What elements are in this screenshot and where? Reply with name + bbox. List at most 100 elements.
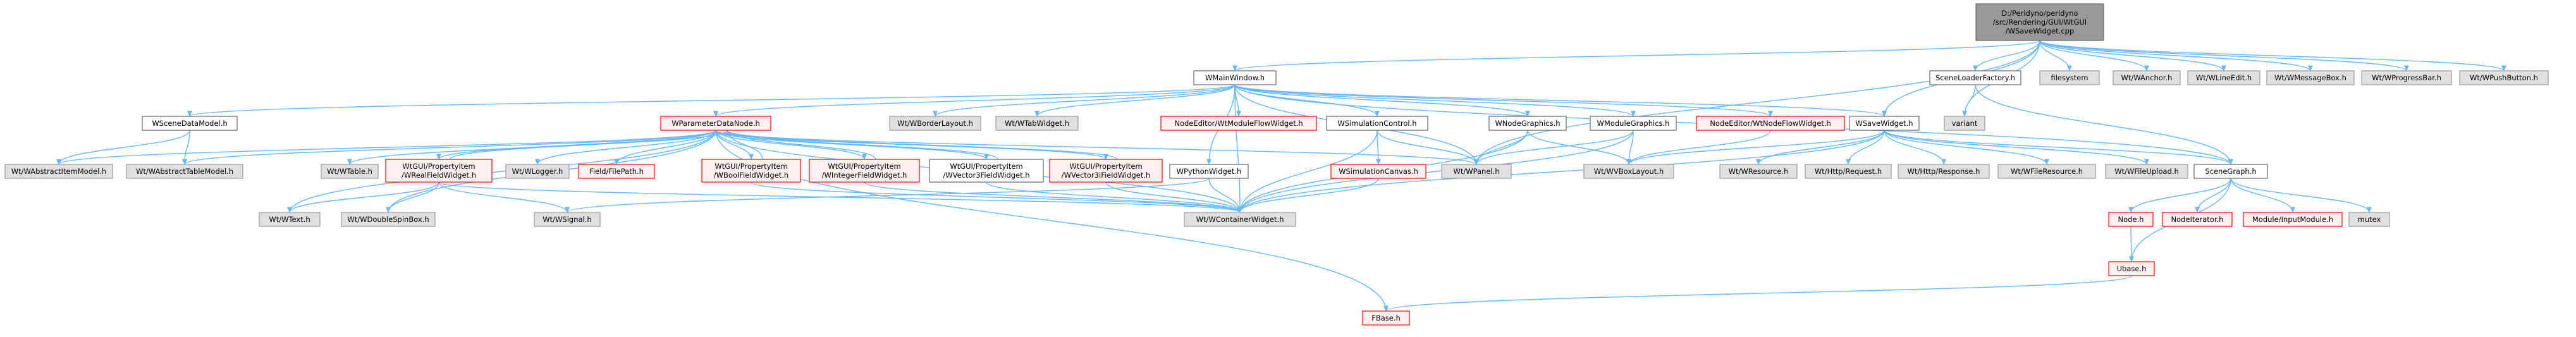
node-label: D:/Peridyno/peridyno bbox=[2001, 9, 2078, 18]
node-label: filesystem bbox=[2051, 73, 2088, 82]
node-wsave-widget[interactable]: WSaveWidget.h bbox=[1849, 116, 1920, 131]
node-wabstract-table-model: Wt/WAbstractTableModel.h bbox=[126, 164, 243, 179]
node-scene-loader-factory[interactable]: SceneLoaderFactory.h bbox=[1929, 70, 2021, 85]
node-node-h[interactable]: Node.h bbox=[2108, 212, 2154, 227]
node-box bbox=[1160, 116, 1317, 131]
node-wnode-graphics[interactable]: WNodeGraphics.h bbox=[1488, 116, 1567, 131]
edge-wpython-widget-to-wsignal bbox=[565, 178, 1210, 213]
node-wparameter-data-node[interactable]: WParameterDataNode.h bbox=[660, 116, 771, 131]
dependency-nodes: D:/Peridyno/peridyno/src/Rendering/GUI/W… bbox=[4, 3, 2549, 326]
edge-wreal-field-widget-to-wsignal bbox=[438, 181, 570, 213]
edge-wreal-field-widget-to-wcontainer-widget bbox=[438, 181, 1242, 213]
node-box bbox=[385, 159, 493, 183]
edge-wparameter-data-node-to-winteger-field-widget bbox=[715, 130, 867, 160]
edge-wsave-widget-to-wfile-resource bbox=[1884, 130, 2049, 165]
node-fbase[interactable]: FBase.h bbox=[1362, 310, 1410, 326]
edge-ubase-to-fbase bbox=[1383, 275, 2132, 312]
node-label: Wt/WLineEdit.h bbox=[2196, 73, 2252, 82]
edge-wmain-window-to-node-editor-node-flow bbox=[1234, 84, 1773, 117]
node-box bbox=[341, 212, 436, 227]
edge-wmain-window-to-wtab-widget bbox=[1034, 84, 1236, 117]
node-box bbox=[142, 116, 238, 131]
node-label: WModuleGraphics.h bbox=[1597, 119, 1670, 128]
node-label: Wt/WDoubleSpinBox.h bbox=[347, 215, 429, 224]
node-box bbox=[701, 159, 801, 183]
node-winteger-field-widget[interactable]: WtGUI/PropertyItem/WIntegerFieldWidget.h bbox=[809, 159, 920, 183]
edge-wsimulation-control-to-wpanel bbox=[1377, 130, 1479, 165]
edge-wparameter-data-node-to-wabstract-item-model bbox=[56, 130, 716, 165]
node-scene-graph[interactable]: SceneGraph.h bbox=[2193, 164, 2268, 179]
node-wreal-field-widget[interactable]: WtGUI/PropertyItem/WRealFieldWidget.h bbox=[385, 159, 493, 183]
node-label: Wt/WResource.h bbox=[1729, 167, 1789, 176]
node-label: Wt/WFileUpload.h bbox=[2114, 167, 2179, 176]
node-label: WSimulationCanvas.h bbox=[1339, 167, 1418, 176]
node-label: Wt/WPanel.h bbox=[1453, 167, 1499, 176]
node-root[interactable]: D:/Peridyno/peridyno/src/Rendering/GUI/W… bbox=[1975, 3, 2104, 41]
node-wpush-button: Wt/WPushButton.h bbox=[2459, 70, 2549, 85]
node-wscene-data-model[interactable]: WSceneDataModel.h bbox=[142, 116, 238, 131]
node-wmodule-graphics[interactable]: WModuleGraphics.h bbox=[1590, 116, 1677, 131]
node-label: /WIntegerFieldWidget.h bbox=[822, 171, 907, 180]
node-box bbox=[2162, 212, 2233, 227]
node-box bbox=[321, 164, 379, 179]
node-label: /src/Rendering/GUI/WtGUI bbox=[1993, 18, 2087, 27]
node-box bbox=[2266, 70, 2355, 85]
edge-node-editor-node-flow-to-wvbox-layout bbox=[1626, 130, 1771, 165]
node-label: /WBoolFieldWidget.h bbox=[714, 171, 788, 180]
node-box bbox=[1488, 116, 1567, 131]
node-ubase[interactable]: Ubase.h bbox=[2108, 261, 2155, 276]
node-label: Wt/WAbstractItemModel.h bbox=[11, 167, 106, 176]
node-label: NodeEditor/WtNodeFlowWidget.h bbox=[1710, 119, 1831, 128]
node-label: Wt/WBorderLayout.h bbox=[897, 119, 973, 128]
node-wline-edit: Wt/WLineEdit.h bbox=[2187, 70, 2260, 85]
node-label: WSimulationControl.h bbox=[1337, 119, 1416, 128]
node-wdouble-spin-box: Wt/WDoubleSpinBox.h bbox=[341, 212, 436, 227]
node-box bbox=[2243, 212, 2343, 227]
node-node-editor-module-flow[interactable]: NodeEditor/WtModuleFlowWidget.h bbox=[1160, 116, 1317, 131]
node-box bbox=[505, 164, 570, 179]
edge-wsave-widget-to-wvbox-layout bbox=[1626, 130, 1885, 165]
node-wvector3-field-widget[interactable]: WtGUI/PropertyItem/WVector3FieldWidget.h bbox=[929, 159, 1044, 183]
node-box bbox=[929, 159, 1044, 183]
node-node-iterator[interactable]: NodeIterator.h bbox=[2162, 212, 2233, 227]
node-box bbox=[1049, 159, 1163, 183]
edge-wsave-widget-to-http-request bbox=[1846, 130, 1885, 165]
node-wsimulation-control[interactable]: WSimulationControl.h bbox=[1326, 116, 1428, 131]
node-module-input-module[interactable]: Module/InputModule.h bbox=[2243, 212, 2343, 227]
node-field-file-path[interactable]: Field/FilePath.h bbox=[578, 164, 655, 179]
node-wfile-upload: Wt/WFileUpload.h bbox=[2105, 164, 2188, 179]
node-label: FBase.h bbox=[1371, 314, 1401, 322]
edge-wreal-field-widget-to-wtext bbox=[287, 181, 439, 213]
edge-wscene-data-model-to-wabstract-item-model bbox=[56, 130, 190, 165]
edge-scene-loader-factory-to-variant bbox=[1962, 84, 1976, 117]
edge-wnode-graphics-to-wvbox-layout bbox=[1527, 130, 1631, 165]
node-wmain-window[interactable]: WMainWindow.h bbox=[1193, 70, 1277, 85]
node-wtext: Wt/WText.h bbox=[259, 212, 321, 227]
node-box bbox=[2459, 70, 2549, 85]
edge-wmain-window-to-wmodule-graphics bbox=[1234, 84, 1636, 117]
node-node-editor-node-flow[interactable]: NodeEditor/WtNodeFlowWidget.h bbox=[1696, 116, 1845, 131]
node-label: WtGUI/PropertyItem bbox=[828, 162, 900, 171]
node-label: Wt/WSignal.h bbox=[543, 215, 591, 224]
node-box bbox=[1184, 212, 1296, 227]
node-label: Wt/WPushButton.h bbox=[2470, 73, 2538, 82]
node-wpython-widget[interactable]: WPythonWidget.h bbox=[1169, 164, 1249, 179]
node-wsimulation-canvas[interactable]: WSimulationCanvas.h bbox=[1330, 164, 1426, 179]
node-wabstract-item-model: Wt/WAbstractItemModel.h bbox=[4, 164, 113, 179]
node-label: Wt/WText.h bbox=[269, 215, 310, 224]
edge-root-to-wline-edit bbox=[2039, 40, 2226, 71]
edge-wsave-widget-to-wresource bbox=[1756, 130, 1885, 165]
node-box bbox=[2039, 70, 2100, 85]
node-box bbox=[4, 164, 113, 179]
node-wvbox-layout: Wt/WVBoxLayout.h bbox=[1583, 164, 1674, 179]
node-label: variant bbox=[1952, 119, 1978, 128]
edge-wparameter-data-node-to-wlogger bbox=[535, 130, 716, 165]
node-wvector3i-field-widget[interactable]: WtGUI/PropertyItem/WVector3iFieldWidget.… bbox=[1049, 159, 1163, 183]
node-wbool-field-widget[interactable]: WtGUI/PropertyItem/WBoolFieldWidget.h bbox=[701, 159, 801, 183]
edge-root-to-wmessage-box bbox=[2039, 40, 2313, 71]
edge-wmain-window-to-wnode-graphics bbox=[1234, 84, 1530, 117]
node-label: Module/InputModule.h bbox=[2252, 215, 2333, 224]
node-label: WtGUI/PropertyItem bbox=[402, 162, 475, 171]
node-label: SceneLoaderFactory.h bbox=[1935, 73, 2015, 82]
node-label: Wt/WLogger.h bbox=[512, 167, 563, 176]
